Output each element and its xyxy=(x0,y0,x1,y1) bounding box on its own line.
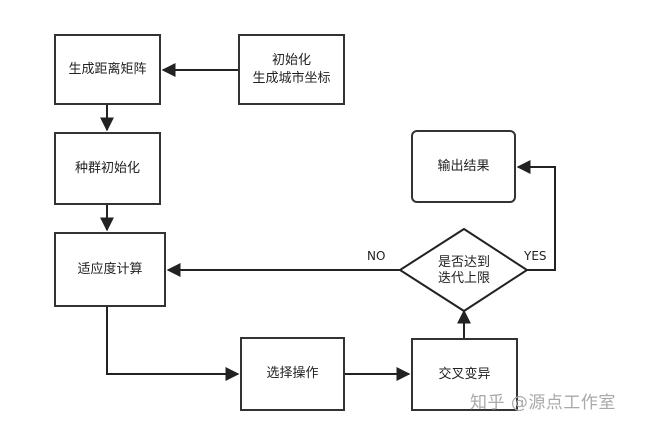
edge-label-no: NO xyxy=(367,249,386,263)
node-label-line1: 初始化 xyxy=(271,52,311,68)
node-generate-distance-matrix: 生成距离矩阵 xyxy=(54,34,161,105)
edge-fitness-to-selection xyxy=(106,307,240,381)
node-init-city-coordinates: 初始化 生成城市坐标 xyxy=(238,34,345,105)
decision-label-line1: 是否达到 xyxy=(437,255,490,270)
node-label: 交叉变异 xyxy=(438,366,491,382)
edge-label-yes: YES xyxy=(524,249,547,263)
decision-label: 是否达到 迭代上限 xyxy=(424,255,504,287)
node-label: 输出结果 xyxy=(437,158,490,174)
node-output-result: 输出结果 xyxy=(411,130,516,203)
node-label: 生成距离矩阵 xyxy=(68,61,147,77)
node-label-line2: 生成城市坐标 xyxy=(252,70,331,86)
node-label: 选择操作 xyxy=(266,366,319,381)
edge-decision-yes-to-output xyxy=(516,160,556,271)
node-label: 种群初始化 xyxy=(74,160,140,176)
node-fitness-calculation: 适应度计算 xyxy=(54,232,166,307)
node-population-init: 种群初始化 xyxy=(54,132,161,205)
watermark: 知乎 @源点工作室 xyxy=(470,393,616,413)
decision-diamond xyxy=(398,227,529,313)
decision-label-line2: 迭代上限 xyxy=(437,271,490,286)
node-crossover-mutation: 交叉变异 xyxy=(411,338,518,411)
node-selection: 选择操作 xyxy=(240,337,345,411)
node-label: 适应度计算 xyxy=(77,261,143,277)
